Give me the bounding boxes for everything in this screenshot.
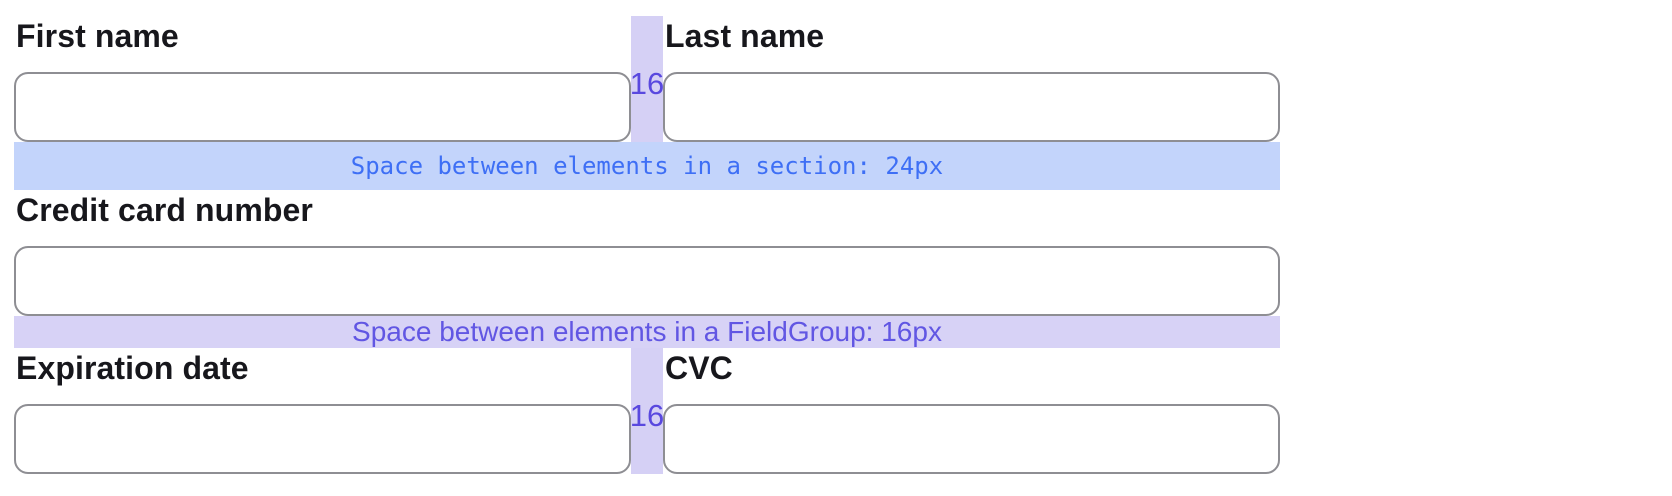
fieldgroup-spacing-annotation: Space between elements in a FieldGroup: … <box>14 316 1280 348</box>
cvc-label: CVC <box>665 350 733 386</box>
payment-form: First name 16 Last name Space between el… <box>14 16 1280 474</box>
last-name-field: Last name <box>663 16 1280 142</box>
expiration-date-input[interactable] <box>14 404 631 474</box>
card-number-input[interactable] <box>14 246 1280 316</box>
card-number-field: Credit card number <box>14 190 1280 316</box>
expiration-date-label: Expiration date <box>16 350 249 386</box>
column-gap-annotation-top: 16 <box>629 16 665 142</box>
first-name-field: First name <box>14 16 631 142</box>
last-name-input[interactable] <box>663 72 1280 142</box>
column-gap-annotation-bottom: 16 <box>629 348 665 474</box>
section-spacing-annotation: Space between elements in a section: 24p… <box>14 142 1280 190</box>
cvc-input[interactable] <box>663 404 1280 474</box>
expiry-cvc-row: Expiration date 16 CVC <box>14 348 1280 474</box>
gap-size-label-bottom: 16 <box>629 398 665 433</box>
expiration-date-field: Expiration date <box>14 348 631 474</box>
first-name-label: First name <box>16 18 179 54</box>
cvc-field: CVC <box>663 348 1280 474</box>
first-name-input[interactable] <box>14 72 631 142</box>
card-number-label: Credit card number <box>16 192 313 228</box>
fieldgroup-spacing-text: Space between elements in a FieldGroup: … <box>352 316 942 347</box>
last-name-label: Last name <box>665 18 825 54</box>
name-fields-row: First name 16 Last name <box>14 16 1280 142</box>
section-spacing-text: Space between elements in a section: 24p… <box>350 152 944 180</box>
gap-size-label-top: 16 <box>629 66 665 101</box>
